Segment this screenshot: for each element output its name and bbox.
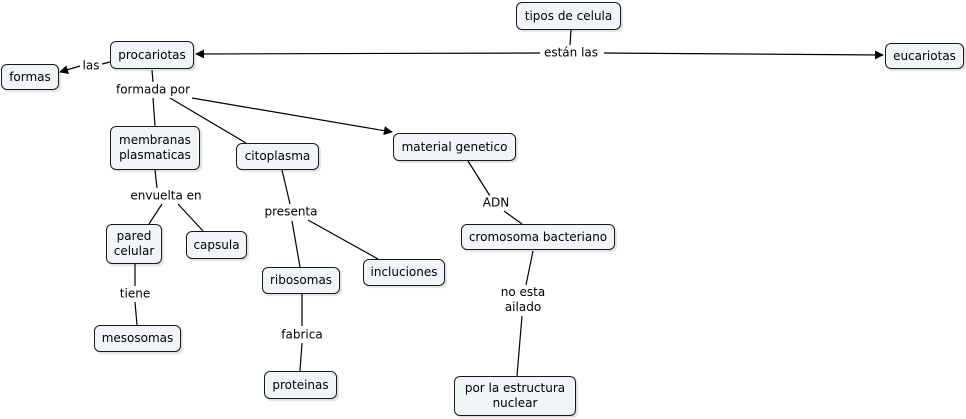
link-label-estan-las: están las (541, 45, 601, 61)
link-estan-eucariotas (603, 50, 884, 60)
concept-pared-celular[interactable]: pared celular (106, 224, 162, 264)
link-noesta-estructura (516, 315, 523, 377)
concept-material-genetico[interactable]: material genetico (393, 133, 516, 161)
link-fabrica-proteinas (299, 342, 303, 372)
link-procariotas-formada (151, 69, 154, 83)
link-cromosoma-noesta (525, 250, 534, 286)
link-estan-procariotas (195, 49, 541, 59)
concept-tipos-de-celula[interactable]: tipos de celula (516, 2, 621, 30)
link-formada-material (191, 97, 393, 136)
link-label-las: las (80, 58, 102, 74)
concept-incluciones[interactable]: incluciones (363, 259, 445, 286)
link-label-fabrica: fabrica (279, 327, 325, 343)
link-membranas-envuelta (154, 169, 158, 189)
link-formada-membranas (152, 97, 156, 127)
concept-procariotas[interactable]: procariotas (110, 41, 194, 69)
concept-membranas-plasmaticas[interactable]: membranas plasmaticas (110, 126, 200, 170)
concept-ribosomas[interactable]: ribosomas (262, 267, 340, 294)
link-label-no-esta-ailado: no esta ailado (498, 285, 548, 315)
link-label-adn: ADN (480, 195, 512, 211)
concept-citoplasma[interactable]: citoplasma (236, 143, 319, 170)
concept-mesosomas[interactable]: mesosomas (94, 325, 181, 352)
link-citoplasma-presenta (281, 169, 291, 205)
link-tiene-mesosomas (134, 301, 138, 326)
link-envuelta-capsula (177, 203, 204, 232)
link-presenta-incluciones (307, 219, 379, 260)
concept-proteinas[interactable]: proteinas (264, 371, 337, 399)
link-label-envuelta-en: envuelta en (128, 188, 204, 204)
link-label-presenta: presenta (262, 204, 320, 220)
concept-estructura-nuclear[interactable]: por la estructura nuclear (454, 376, 576, 416)
concept-cromosoma-bacteriano[interactable]: cromosoma bacteriano (461, 224, 615, 250)
link-formada-citoplasma (169, 97, 247, 144)
link-envuelta-pared (148, 203, 163, 225)
concept-eucariotas[interactable]: eucariotas (885, 43, 964, 69)
concept-capsula[interactable]: capsula (186, 231, 247, 259)
link-presenta-ribosomas (291, 220, 301, 268)
link-adn-cromosoma (503, 210, 523, 225)
link-tipos-estan (569, 29, 572, 46)
link-label-formada-por: formada por (113, 82, 193, 98)
link-procariotas-las (101, 61, 111, 65)
link-label-tiene: tiene (117, 286, 153, 302)
concept-formas[interactable]: formas (1, 64, 59, 90)
link-material-adn (467, 160, 491, 197)
link-las-formas (59, 65, 81, 74)
